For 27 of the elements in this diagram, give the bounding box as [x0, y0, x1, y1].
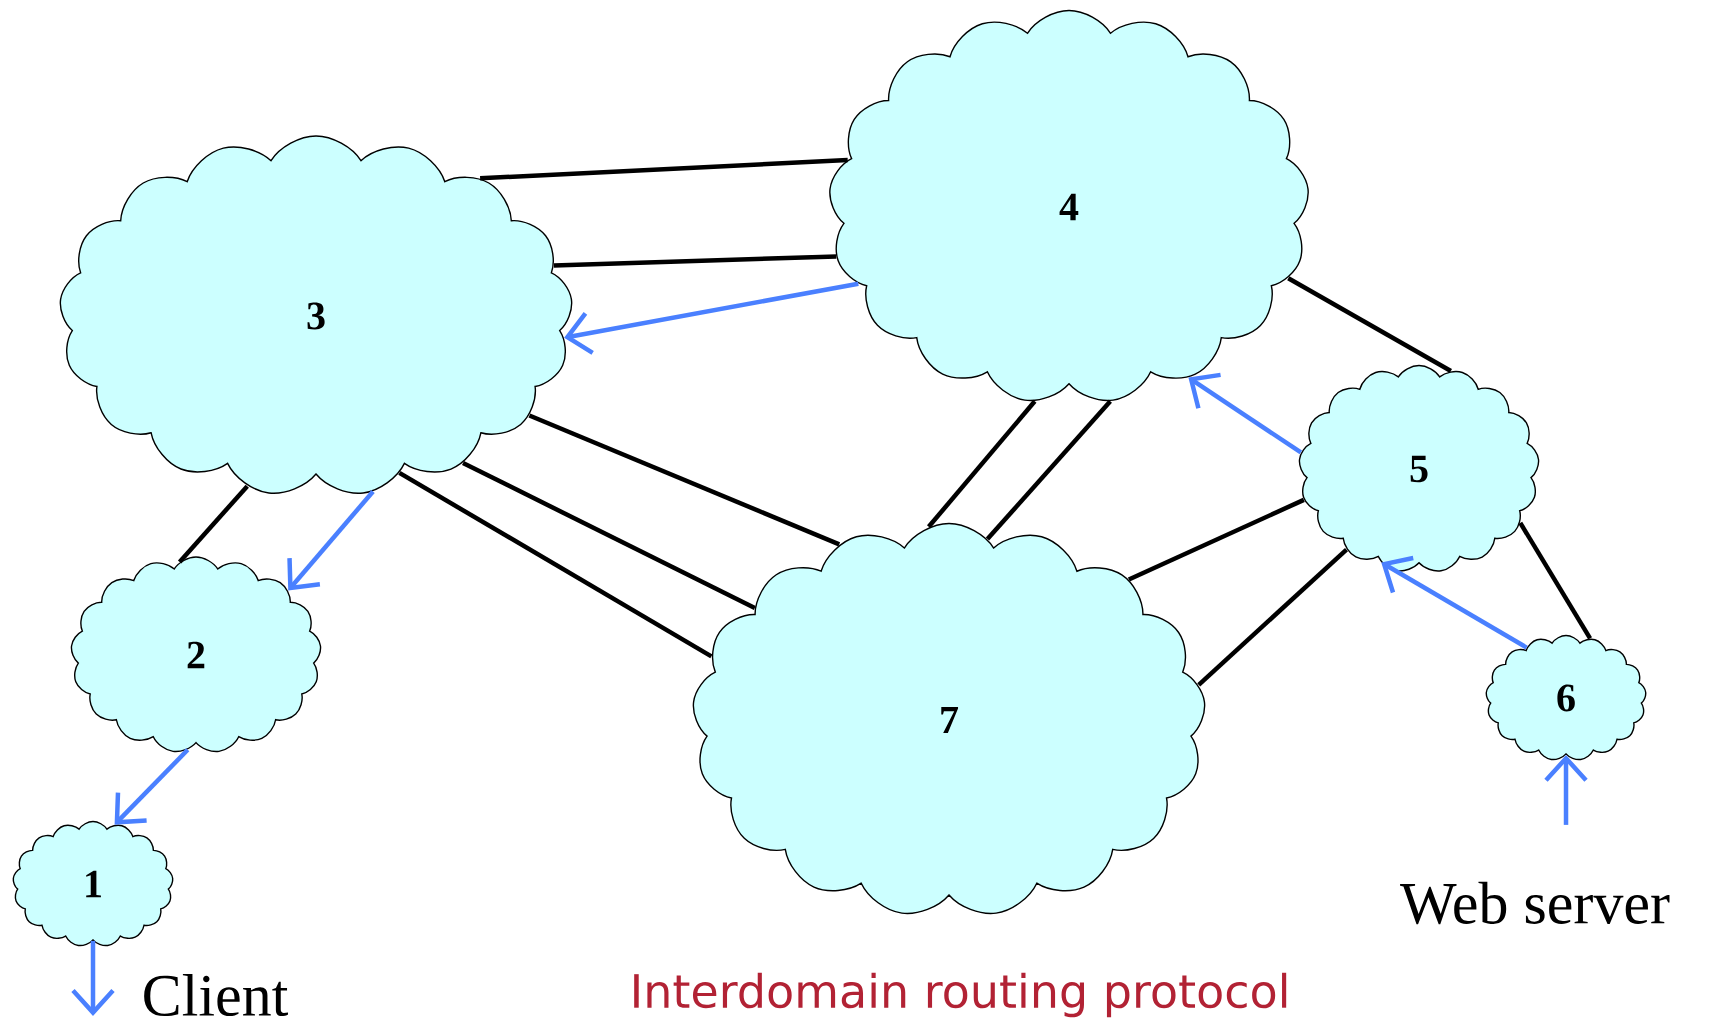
arrow — [287, 490, 375, 591]
link-line — [1287, 276, 1452, 373]
cloud: 2 — [70, 556, 322, 753]
link-line — [1127, 497, 1305, 582]
arrow — [114, 748, 190, 825]
client-label: Client — [144, 973, 288, 1017]
link-line — [927, 399, 1037, 529]
link-line — [398, 470, 713, 659]
arrow — [564, 281, 859, 355]
cloud: 6 — [1485, 634, 1647, 761]
cloud: 1 — [12, 820, 174, 947]
arrow — [1381, 555, 1528, 650]
link-line — [553, 254, 837, 268]
link-line — [1197, 547, 1348, 687]
link-line — [480, 157, 848, 181]
arrow — [1188, 372, 1303, 455]
link-line — [177, 484, 249, 564]
link-line — [985, 399, 1112, 541]
server-label: Web server — [1400, 881, 1670, 925]
cloud: 7 — [692, 522, 1206, 915]
cloud: 3 — [59, 135, 573, 494]
caption: Interdomain routing protocol — [634, 972, 1287, 1018]
cloud: 5 — [1298, 364, 1540, 572]
link-line — [1518, 521, 1592, 640]
cloud: 4 — [829, 9, 1309, 402]
link-line — [462, 461, 756, 610]
link-line — [528, 413, 841, 547]
